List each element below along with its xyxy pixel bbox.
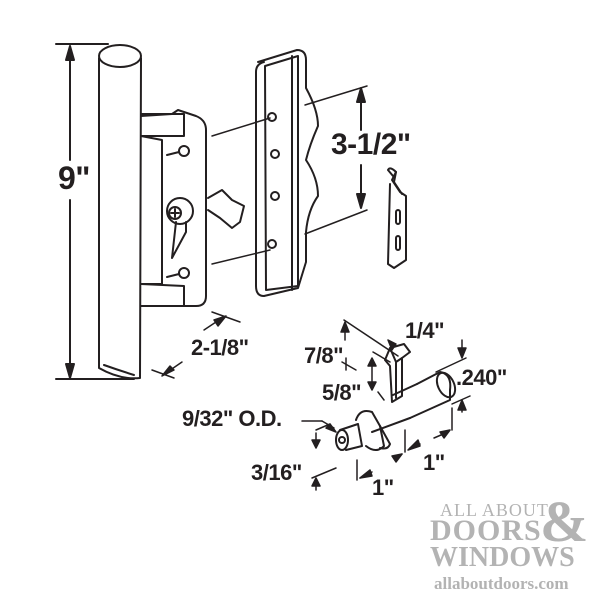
logo-ampersand: & bbox=[540, 489, 589, 554]
handle-depth-dimension bbox=[151, 311, 241, 379]
handle-length-dimension bbox=[55, 43, 135, 380]
label-latch-top: 1/4" bbox=[405, 318, 445, 343]
label-length-b: 1" bbox=[423, 450, 445, 475]
label-handle-depth: 2-1/8" bbox=[191, 335, 249, 360]
label-latch-hook-height: 7/8" bbox=[304, 343, 344, 368]
keeper bbox=[387, 167, 407, 269]
label-tip-diameter: 3/16" bbox=[251, 460, 302, 485]
label-hole-spacing: 3-1/2" bbox=[331, 128, 411, 161]
label-handle-length: 9" bbox=[58, 160, 90, 196]
latch-dimensions bbox=[301, 319, 471, 491]
logo-line-windows: WINDOWS bbox=[430, 542, 575, 573]
logo-line-doors: DOORS bbox=[430, 514, 542, 547]
logo-url: allaboutdoors.com bbox=[434, 574, 569, 593]
label-length-a: 1" bbox=[372, 475, 394, 500]
label-latch-hook-lower: 5/8" bbox=[322, 380, 362, 405]
latch-assembly bbox=[335, 343, 457, 451]
projection-lines bbox=[211, 85, 368, 265]
label-latch-diameter: .240" bbox=[456, 365, 507, 390]
label-spindle-od: 9/32" O.D. bbox=[182, 406, 282, 431]
handle-bar bbox=[98, 44, 142, 380]
handle-backplate bbox=[140, 109, 245, 307]
inside-pull bbox=[255, 49, 319, 297]
hole-spacing-dimension bbox=[356, 87, 366, 209]
logo-line-all-about: ALL ABOUT bbox=[440, 500, 549, 520]
